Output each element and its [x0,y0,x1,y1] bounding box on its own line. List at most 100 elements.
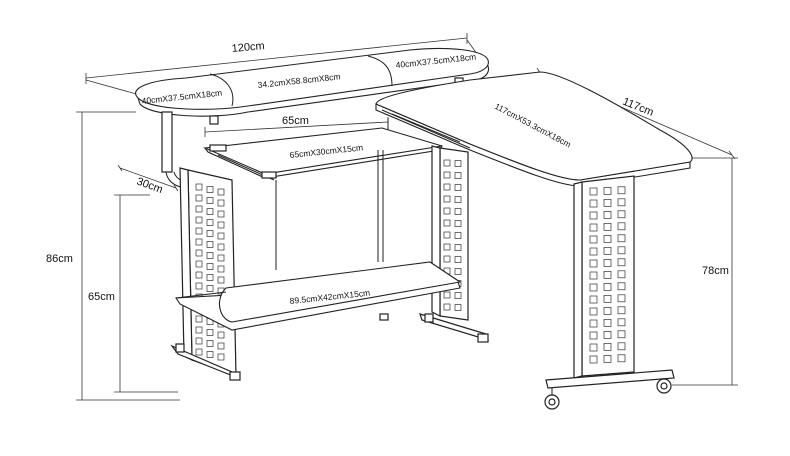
keyboard-span-label: 65cm [282,115,309,127]
leg-perforation [206,208,214,215]
leg-perforation [603,295,612,303]
leg-perforation [443,255,451,263]
leg-perforation [603,259,612,267]
leg-perforation [454,196,462,203]
leg-perforation [443,243,451,251]
leg-perforation [454,172,462,179]
width-total-label: 120cm [231,40,265,55]
leg-perforation [603,199,612,207]
leg-perforation [195,271,203,279]
leg-perforation [617,354,626,363]
leg-perforation [206,340,214,347]
leg-perforation [454,304,462,311]
leg-perforation [617,342,626,351]
leg-perforation [603,271,612,279]
leg-perforation [206,252,214,259]
leg-perforation [617,270,626,279]
leg-perforation [206,241,214,248]
depth-side-label: 30cm [135,176,164,196]
leg-perforation [603,331,612,339]
leg-perforation [454,292,462,299]
leg-perforation [443,207,451,215]
leg-perforation [617,330,626,339]
leg-perforation [589,223,598,232]
leg-perforation [603,283,612,291]
leg-perforation [217,331,225,339]
leg-perforation [195,337,203,345]
leg-perforation [206,230,214,237]
leg-perforation [443,183,451,191]
leg-perforation [589,283,598,292]
leg-perforation [603,223,612,231]
leg-perforation [195,326,203,334]
leg-perforation [443,171,451,179]
leg-perforation [206,263,214,270]
leg-perforation [454,184,462,191]
bottom-shelf [175,261,462,331]
leg-perforation [443,159,451,167]
leg-perforation [589,187,598,196]
leg-perforation [206,285,214,292]
leg-perforation [617,234,626,243]
leg-perforation [603,343,612,351]
leg-perforation [454,220,462,227]
leg-perforation [195,249,203,257]
leg-perforation [589,235,598,244]
leg-perforation [217,232,225,240]
leg-perforation [617,246,626,255]
leg-perforation [617,306,626,315]
leg-perforation [454,268,462,275]
left-leg [170,167,241,381]
leg-perforation [617,198,626,207]
leg-perforation [589,355,598,364]
leg-perforation [206,274,214,281]
leg-perforation [603,319,612,327]
height-right-label: 78cm [702,265,729,277]
leg-perforation [195,282,203,290]
leg-perforation [195,216,203,224]
leg-perforation [454,160,462,167]
right-leg [544,175,675,410]
leg-perforation [589,271,598,280]
leg-perforation [217,353,225,361]
leg-perforation [217,210,225,218]
leg-perforation [603,247,612,255]
leg-perforation [217,265,225,273]
leg-perforation [217,221,225,229]
leg-perforation [454,244,462,251]
leg-perforation [195,238,203,246]
leg-perforation [589,343,598,352]
leg-perforation [206,329,214,336]
leg-perforation [603,211,612,219]
leg-perforation [589,331,598,340]
leg-perforation [443,231,451,239]
leg-perforation [206,186,214,193]
leg-perforation [589,307,598,316]
leg-perforation [443,195,451,203]
leg-perforation [195,194,203,202]
leg-perforation [217,342,225,350]
leg-perforation [589,259,598,268]
corner-desk [375,71,693,187]
leg-perforation [195,183,203,191]
leg-perforation [195,205,203,213]
leg-perforation [603,307,612,315]
leg-perforation [603,187,612,195]
leg-perforation [217,254,225,262]
leg-perforation [454,208,462,215]
leg-perforation [589,199,598,208]
leg-perforation [617,318,626,327]
leg-perforation [217,188,225,196]
leg-perforation [617,222,626,231]
leg-perforation [589,247,598,256]
leg-perforation [603,355,612,363]
leg-perforation [617,258,626,267]
leg-perforation [617,210,626,219]
height-total-label: 86cm [46,253,73,265]
leg-perforation [443,291,451,299]
leg-perforation [217,276,225,284]
leg-perforation [206,197,214,204]
leg-perforation [617,282,626,291]
